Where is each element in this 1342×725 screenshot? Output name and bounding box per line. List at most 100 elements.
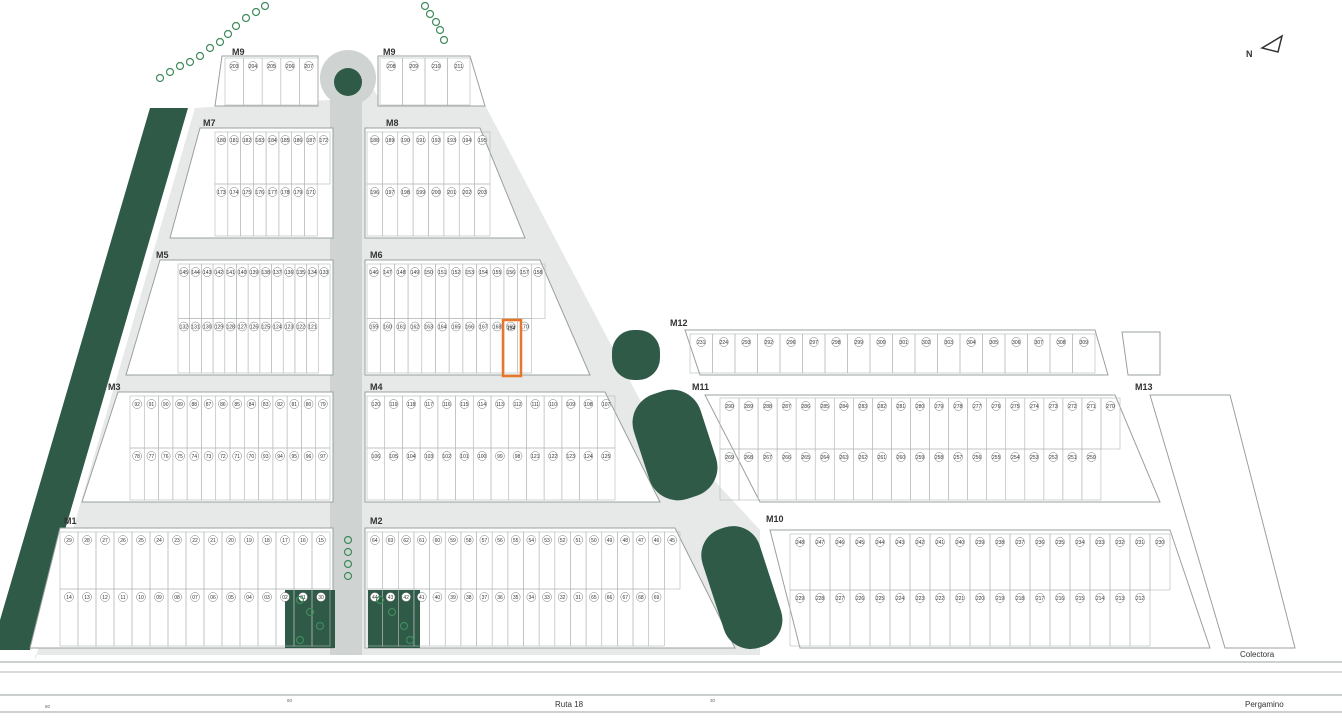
block-m13[interactable]: M13: [1135, 382, 1296, 649]
lot-number: 152: [452, 270, 461, 276]
lot-number: 127: [238, 324, 247, 330]
lot-number: 76: [163, 454, 169, 460]
lot-number-circle: [275, 399, 285, 409]
lot-number: 221: [956, 596, 965, 602]
lot-number-circle: [1056, 337, 1066, 347]
lot-number: 30: [318, 595, 324, 601]
lot-number: 42: [403, 595, 409, 601]
lot-number: 11: [120, 595, 125, 601]
lot-number-circle: [991, 452, 1001, 462]
lot-number-circle: [400, 135, 411, 145]
block-m11[interactable]: M11: [692, 382, 1161, 503]
lot-number-circle: [382, 267, 393, 277]
selected-lot-highlight[interactable]: [501, 318, 523, 378]
lot-number: 79: [320, 402, 326, 408]
lot[interactable]: [474, 183, 491, 237]
lot-number-circle: [795, 593, 805, 603]
lot-number: 284: [840, 404, 849, 410]
lot-number: 71: [234, 454, 240, 460]
lot-number-circle: [820, 452, 830, 462]
block-m2[interactable]: M2: [364, 516, 736, 649]
green-island: [368, 590, 420, 648]
lot-number-circle: [306, 135, 316, 145]
lot-number: 198: [401, 190, 410, 196]
block-m3[interactable]: M3: [81, 382, 334, 503]
lot[interactable]: [531, 263, 546, 319]
lot-number: 147: [383, 270, 392, 276]
lot-number: 304: [967, 340, 976, 346]
lot-number-circle: [839, 401, 849, 411]
lot-number: 236: [1036, 540, 1045, 546]
lot[interactable]: [1129, 589, 1151, 647]
lot[interactable]: [596, 447, 616, 501]
lot[interactable]: [1072, 333, 1096, 374]
lot-number-circle: [1086, 401, 1097, 411]
lot[interactable]: [306, 318, 319, 374]
lot[interactable]: [1149, 533, 1171, 591]
lot[interactable]: [315, 447, 331, 501]
lot-number: 179: [294, 190, 303, 196]
block-m13-top[interactable]: [1121, 331, 1161, 376]
lot-number: 235: [1056, 540, 1065, 546]
lot[interactable]: [517, 318, 532, 374]
lot[interactable]: [447, 57, 471, 106]
lot-number: 67: [622, 595, 628, 601]
lot-number: 139: [250, 270, 259, 276]
lot[interactable]: [316, 131, 331, 185]
tree-icon: [185, 57, 195, 67]
tree-icon: [420, 1, 430, 11]
lot-number-circle: [385, 592, 396, 602]
lot[interactable]: [1100, 397, 1121, 450]
lot-number: 39: [450, 595, 456, 601]
lot-number: 166: [466, 324, 475, 330]
lot-number: 296: [787, 340, 796, 346]
lot[interactable]: [648, 588, 665, 647]
lot-number-circle: [416, 187, 426, 197]
lot-number: 148: [397, 270, 406, 276]
lot-number-circle: [972, 452, 982, 462]
tree-icon: [435, 25, 445, 35]
lot-number-circle: [431, 135, 441, 145]
lot-number-circle: [921, 337, 931, 347]
block-m7[interactable]: M7: [169, 118, 334, 239]
lot[interactable]: [311, 588, 331, 647]
lot-number-circle: [975, 537, 985, 547]
lot-number-circle: [232, 451, 242, 461]
lot-number: 07: [192, 595, 198, 601]
block-label: M8: [386, 118, 399, 128]
lot-number-circle: [464, 267, 475, 277]
lot-number-circle: [293, 187, 303, 197]
lot-number: 293: [742, 340, 751, 346]
lot-number: 86: [220, 402, 226, 408]
lot-number-circle: [786, 337, 796, 347]
block-m9-left[interactable]: M9: [214, 47, 319, 107]
lot-number: 108: [584, 402, 593, 408]
block-m6[interactable]: M6: [364, 250, 591, 376]
lot-number-circle: [854, 337, 864, 347]
lot-number-circle: [512, 451, 523, 461]
tree-icon: [251, 7, 261, 17]
north-arrow-icon: [1260, 34, 1284, 53]
block-m4[interactable]: M4: [364, 382, 661, 503]
tree-icon: [241, 13, 251, 23]
block-m8[interactable]: M8: [364, 118, 526, 239]
lot-number-circle: [1155, 537, 1165, 547]
lot-number: 115: [460, 402, 468, 408]
lot[interactable]: [664, 531, 681, 590]
lot-number: 02: [282, 595, 288, 601]
lot-number-circle: [441, 451, 452, 461]
lot[interactable]: [318, 263, 331, 319]
lot-number: 155: [493, 270, 502, 276]
lot-number: 89: [177, 402, 183, 408]
lot[interactable]: [304, 183, 318, 237]
lot[interactable]: [1081, 448, 1102, 501]
colectora-label: Colectora: [1240, 650, 1275, 659]
lot-number: 265: [802, 455, 811, 461]
block-m9-right[interactable]: M9: [377, 47, 486, 107]
lot-number-circle: [459, 451, 470, 461]
lot[interactable]: [299, 57, 319, 106]
lot-number: 78: [134, 454, 140, 460]
lot-number: 270: [1106, 404, 1115, 410]
lot-number-circle: [431, 187, 441, 197]
lot-number-circle: [306, 187, 316, 197]
